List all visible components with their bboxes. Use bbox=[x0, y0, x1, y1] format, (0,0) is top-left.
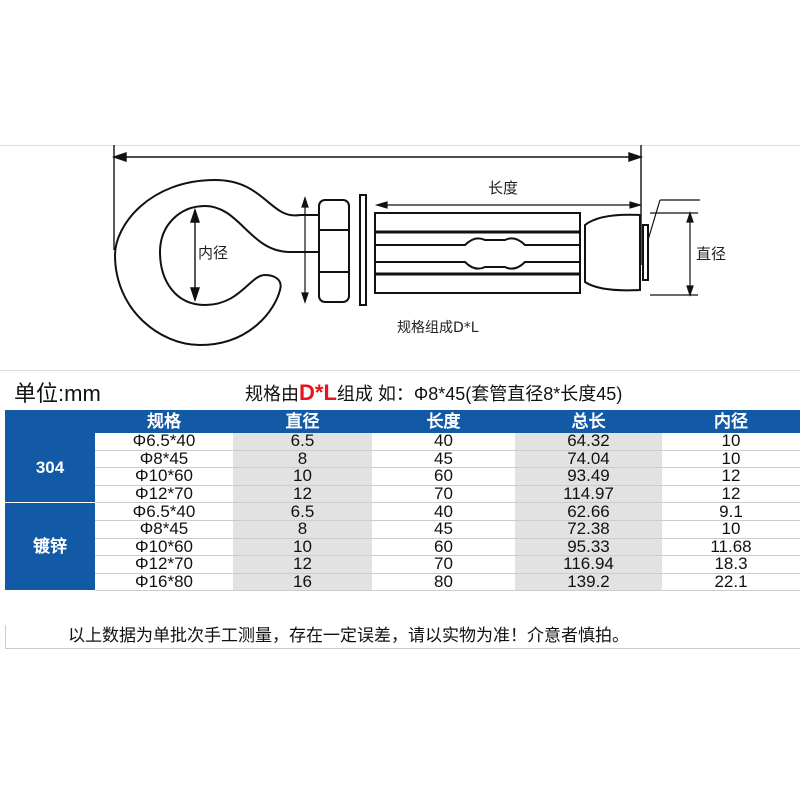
spec-prefix: 规格由 bbox=[245, 384, 299, 404]
table-cell: 74.04 bbox=[515, 450, 662, 469]
table-cell: 93.49 bbox=[515, 468, 662, 486]
diameter-label: 直径 bbox=[696, 245, 727, 263]
nut bbox=[318, 199, 350, 303]
table-cell: 10 bbox=[662, 432, 800, 451]
table-cell: 12 bbox=[233, 485, 372, 504]
composition-label: 规格组成D*L bbox=[397, 320, 479, 336]
table-cell: 11.68 bbox=[662, 538, 800, 557]
column-header: 规格 bbox=[95, 410, 233, 433]
diameter-dimension bbox=[650, 211, 698, 297]
sleeve bbox=[374, 212, 581, 294]
table-cell: 116.94 bbox=[515, 556, 662, 574]
inner-diameter-label: 内径 bbox=[198, 242, 229, 263]
table-header-row: 规格 直径 长度 总长 内径 bbox=[5, 410, 800, 433]
table-cell: 139.2 bbox=[515, 573, 662, 592]
table-cell: 80 bbox=[372, 573, 515, 592]
table-cell: 22.1 bbox=[662, 573, 800, 592]
table-cell: 72.38 bbox=[515, 520, 662, 539]
table-cell: Φ8*45 bbox=[95, 520, 233, 539]
column-header: 直径 bbox=[233, 410, 372, 433]
hook-bolt-diagram bbox=[111, 145, 700, 347]
table-cell: 10 bbox=[662, 520, 800, 539]
unit-label: 单位:mm bbox=[14, 381, 101, 406]
spec-suffix: 组成 如：Φ8*45(套管直径8*长度45) bbox=[336, 384, 623, 404]
table-cell: 45 bbox=[372, 520, 515, 539]
table-cell: 95.33 bbox=[515, 538, 662, 557]
length-dimension bbox=[374, 201, 643, 209]
table-cell: 10 bbox=[662, 450, 800, 469]
disclaimer-note: 以上数据为单批次手工测量，存在一定误差，请以实物为准！介意者慎拍。 bbox=[5, 625, 800, 649]
table-cell: 12 bbox=[662, 468, 800, 486]
table-cell: 62.66 bbox=[515, 503, 662, 521]
table-cell: 10 bbox=[233, 468, 372, 486]
table-cell: Φ12*70 bbox=[95, 556, 233, 574]
table-cell: 114.97 bbox=[515, 485, 662, 504]
table-cell: 60 bbox=[372, 538, 515, 557]
table-cell: 12 bbox=[662, 485, 800, 504]
spec-highlight: D*L bbox=[299, 380, 337, 405]
table-cell: 10 bbox=[233, 538, 372, 557]
table-cell: 8 bbox=[233, 520, 372, 539]
table-cell: 45 bbox=[372, 450, 515, 469]
table-cell: 6.5 bbox=[233, 432, 372, 451]
table-cell: 6.5 bbox=[233, 503, 372, 521]
length-label: 长度 bbox=[488, 179, 519, 197]
table-cell: 9.1 bbox=[662, 503, 800, 521]
material-group-cell: 304 bbox=[5, 433, 95, 504]
table-cell: 40 bbox=[372, 432, 515, 451]
table-cell: 40 bbox=[372, 503, 515, 521]
table-cell: 70 bbox=[372, 556, 515, 574]
column-header: 长度 bbox=[372, 410, 515, 433]
table-cell: 60 bbox=[372, 468, 515, 486]
table-cell: Φ6.5*40 bbox=[95, 432, 233, 451]
column-header bbox=[5, 410, 95, 433]
table-cell: Φ8*45 bbox=[95, 450, 233, 469]
spec-description: 规格由D*L组成 如：Φ8*45(套管直径8*长度45) bbox=[245, 380, 622, 406]
table-cell: 64.32 bbox=[515, 432, 662, 451]
material-group-cell: 镀锌 bbox=[5, 502, 95, 592]
table-cell: Φ6.5*40 bbox=[95, 503, 233, 521]
washer bbox=[359, 194, 367, 306]
table-cell: 8 bbox=[233, 450, 372, 469]
divider bbox=[0, 370, 800, 371]
inner-diameter-dimension bbox=[190, 207, 200, 303]
disclaimer-text: 以上数据为单批次手工测量，存在一定误差，请以实物为准！介意者慎拍。 bbox=[68, 626, 629, 645]
column-header: 内径 bbox=[662, 410, 800, 433]
hook-shape bbox=[113, 178, 318, 347]
table-cell: 18.3 bbox=[662, 556, 800, 574]
column-header: 总长 bbox=[515, 410, 662, 433]
cone-nut bbox=[584, 213, 641, 292]
table-cell: Φ16*80 bbox=[95, 573, 233, 592]
table-cell: Φ10*60 bbox=[95, 538, 233, 557]
table-cell: 12 bbox=[233, 556, 372, 574]
table-cell: 70 bbox=[372, 485, 515, 504]
table-cell: Φ10*60 bbox=[95, 468, 233, 486]
table-cell: 16 bbox=[233, 573, 372, 592]
divider bbox=[0, 145, 800, 146]
table-cell: Φ12*70 bbox=[95, 485, 233, 504]
